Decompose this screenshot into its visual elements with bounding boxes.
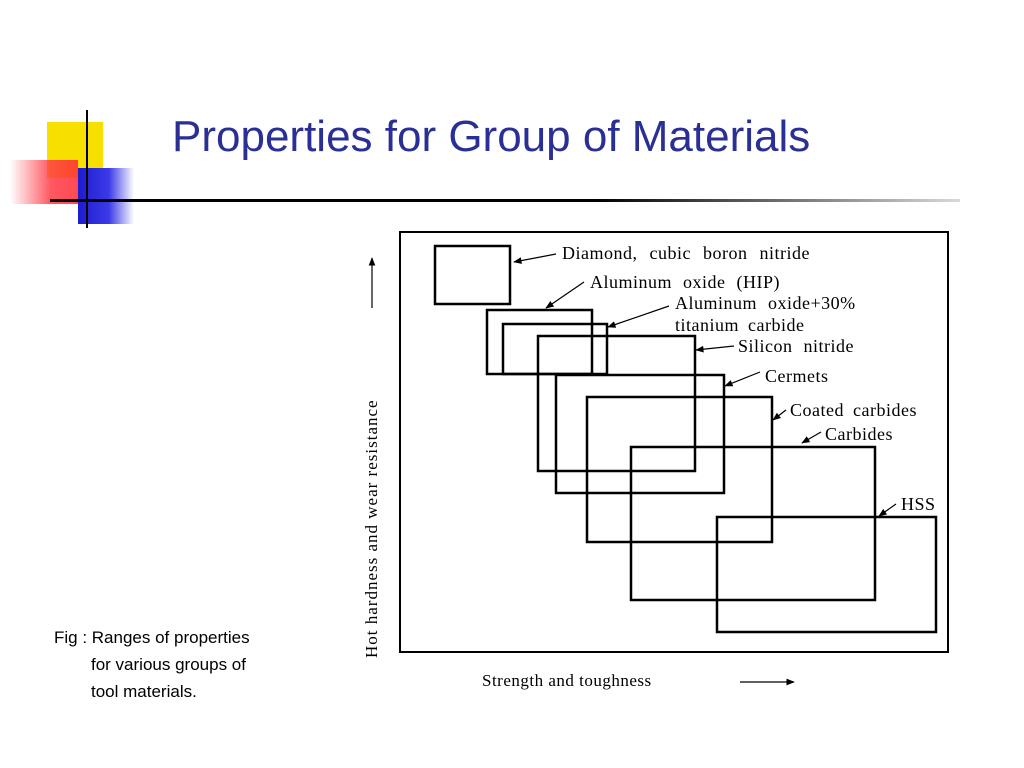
label-cermets: Cermets: [765, 366, 829, 386]
label-silicon-nitride: Silicon nitride: [738, 336, 854, 356]
label-coated-carbides: Coated carbides: [790, 400, 917, 420]
logo-vertical-line: [86, 110, 88, 228]
red-square: [10, 160, 78, 204]
caption-line-3: tool materials.: [91, 682, 197, 701]
materials-figure: Hot hardness and wear resistance Strengt…: [362, 231, 949, 690]
title-underline: [50, 199, 960, 202]
caption-line-2: for various groups of: [91, 655, 246, 674]
label-diamond: Diamond, cubic boron nitride: [562, 243, 810, 263]
box-cermets: [554, 373, 726, 495]
label-aluminum-oxide-tic-1: Aluminum oxide+30%: [675, 293, 856, 313]
slide-title: Properties for Group of Materials: [172, 112, 811, 161]
leader-aluminum-oxide-hip: [545, 281, 585, 309]
label-aluminum-oxide-tic-2: titanium carbide: [675, 315, 804, 335]
caption-line-1: Fig : Ranges of properties: [54, 628, 250, 647]
leader-hss: [878, 503, 897, 517]
plot-frame: [399, 231, 949, 653]
y-axis-label: Hot hardness and wear resistance: [362, 399, 381, 658]
x-axis-label: Strength and toughness: [482, 671, 652, 690]
leader-coated-carbides: [772, 409, 787, 421]
leader-aluminum-oxide-tic: [607, 305, 670, 328]
box-coated-carbides: [585, 395, 774, 544]
box-silicon-nitride: [536, 334, 697, 473]
leader-diamond: [513, 253, 557, 264]
label-aluminum-oxide-hip: Aluminum oxide (HIP): [590, 272, 780, 293]
leader-carbides: [801, 431, 822, 444]
leader-cermets: [724, 371, 761, 387]
decorative-logo: [0, 0, 160, 240]
label-hss: HSS: [901, 494, 936, 514]
box-diamond: [433, 244, 512, 306]
leader-silicon-nitride: [695, 345, 735, 353]
figure-caption: Fig : Ranges of properties for various g…: [54, 624, 284, 705]
label-carbides: Carbides: [825, 424, 893, 444]
box-carbides: [629, 445, 877, 602]
box-hss: [715, 515, 938, 634]
